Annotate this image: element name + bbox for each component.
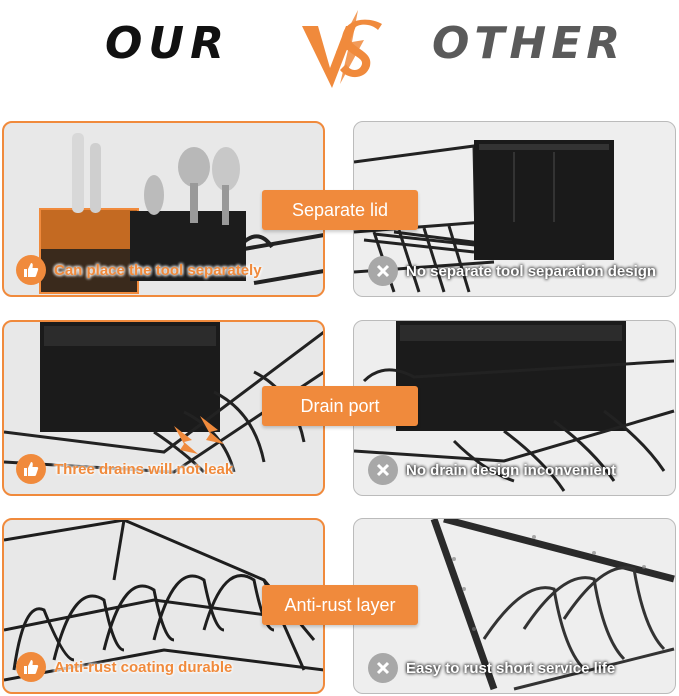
cross-icon — [368, 256, 398, 286]
ours-caption-lid: Can place the tool separately — [16, 255, 262, 285]
rack-photo-lid — [39, 133, 323, 294]
thumbs-up-icon — [16, 454, 46, 484]
ours-text-rust: Anti-rust coating durable — [54, 658, 233, 676]
thumbs-up-icon — [16, 652, 46, 682]
others-panel-drain: No drain design inconvenient — [353, 320, 676, 496]
others-caption-lid: No separate tool separation design — [368, 256, 656, 286]
ours-panel-rust: Anti-rust coating durable — [2, 518, 325, 694]
ours-text-lid: Can place the tool separately — [54, 261, 262, 279]
feature-label-drain: Drain port — [262, 386, 418, 426]
ours-panel-lid: Can place the tool separately — [2, 121, 325, 297]
rack-photo-coated — [4, 520, 323, 682]
cross-icon — [368, 653, 398, 683]
others-text-rust: Easy to rust short service life — [406, 659, 616, 677]
rack-photo-rusty — [430, 519, 675, 691]
others-panel-rust: Easy to rust short service life — [353, 518, 676, 694]
rack-photo-no-lid — [354, 140, 614, 293]
feature-label-lid: Separate lid — [262, 190, 418, 230]
vs-logo — [302, 10, 382, 88]
others-heading: OTHER — [432, 18, 626, 69]
others-text-lid: No separate tool separation design — [406, 262, 657, 280]
cross-icon — [368, 455, 398, 485]
ours-heading: OUR — [105, 18, 231, 69]
others-text-drain: No drain design inconvenient — [406, 461, 617, 479]
rack-photo-no-drain — [354, 321, 675, 492]
others-caption-rust: Easy to rust short service life — [368, 653, 615, 683]
feature-label-rust: Anti-rust layer — [262, 585, 418, 625]
others-caption-drain: No drain design inconvenient — [368, 455, 616, 485]
thumbs-up-icon — [16, 255, 46, 285]
ours-caption-rust: Anti-rust coating durable — [16, 652, 232, 682]
ours-text-drain: Three drains will not leak — [54, 460, 234, 478]
ours-caption-drain: Three drains will not leak — [16, 454, 233, 484]
